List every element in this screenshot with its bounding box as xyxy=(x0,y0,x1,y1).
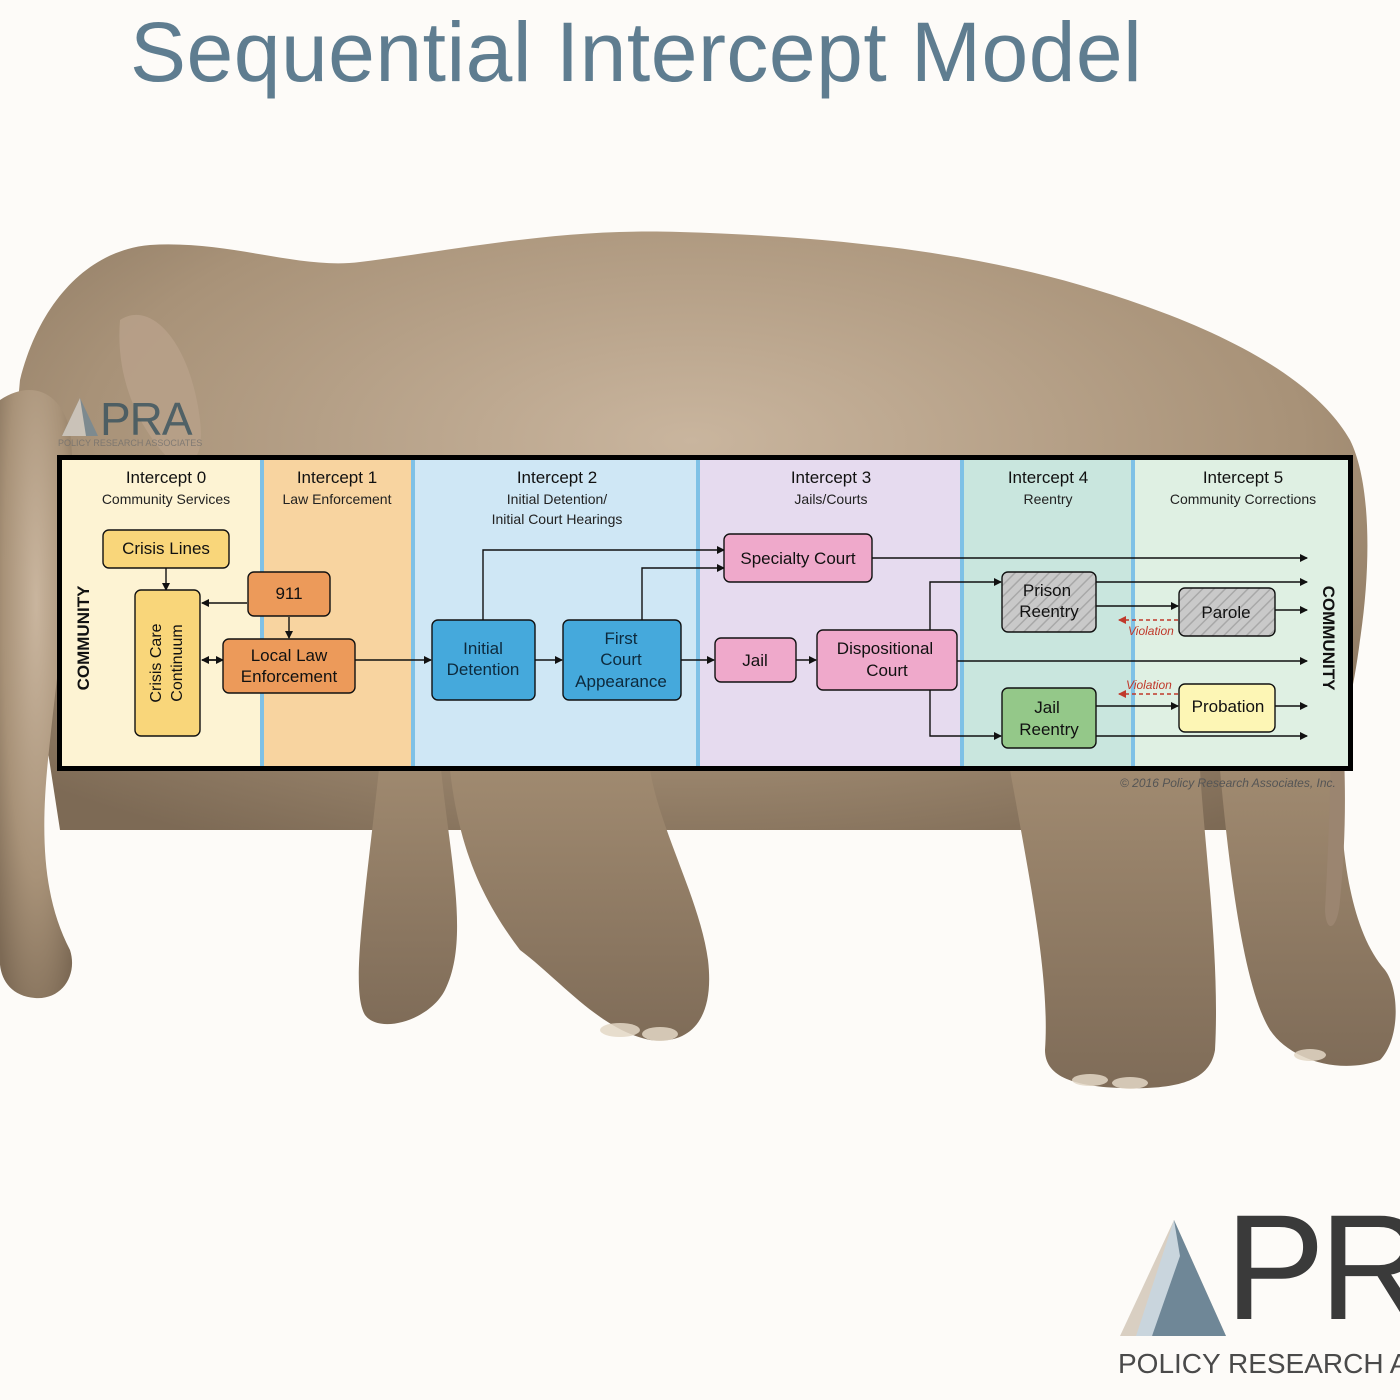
intercept-5-title: Intercept 5 xyxy=(1203,468,1283,487)
crisis-care-continuum-node xyxy=(134,589,201,737)
local-law-enforcement-node xyxy=(222,638,356,694)
elephant-leg xyxy=(450,770,710,1041)
elephant-toe xyxy=(1112,1077,1148,1089)
triangle-logo-icon xyxy=(62,398,98,436)
initial-detention-label: Initial xyxy=(463,639,503,658)
intercept-2-column xyxy=(413,458,698,768)
violation-label-parole: Violation xyxy=(1128,624,1174,638)
probation-node xyxy=(1178,683,1276,733)
specialty-court-node xyxy=(723,533,873,583)
intercept-3-title: Intercept 3 xyxy=(791,468,871,487)
elephant-toe xyxy=(600,1023,640,1037)
logo-text: PRA xyxy=(1225,1210,1400,1351)
911-node xyxy=(247,571,331,617)
small-pra-logo: PRA POLICY RESEARCH ASSOCIATES xyxy=(58,392,218,452)
elephant-ear xyxy=(119,314,201,464)
community-right-label: COMMUNITY xyxy=(1319,586,1338,691)
slide-title: Sequential Intercept Model xyxy=(130,5,1143,99)
intercept-2-subtitle: Initial Detention/ xyxy=(507,491,608,507)
parole-label: Parole xyxy=(1201,603,1250,622)
jail-label: Jail xyxy=(742,651,768,670)
jail-reentry-label: Jail xyxy=(1034,698,1060,717)
logo-subtitle: POLICY RESEARCH ASSOCIATES xyxy=(1118,1348,1400,1379)
elephant-leg xyxy=(358,760,458,1025)
jail-reentry-node xyxy=(1001,687,1097,749)
elephant-leg xyxy=(1010,770,1217,1089)
dispositional-court-node xyxy=(816,629,958,691)
intercept-4-subtitle: Reentry xyxy=(1023,491,1072,507)
first-court-label: Court xyxy=(600,650,642,669)
local-law-label: Enforcement xyxy=(241,667,338,686)
prison-reentry-label: Reentry xyxy=(1019,602,1079,621)
911-label: 911 xyxy=(275,584,302,603)
elephant-trunk xyxy=(0,390,73,999)
arrow-dispositional-to-jail-reentry xyxy=(929,690,1002,740)
dispositional-court-label: Dispositional xyxy=(837,639,933,658)
intercept-5-subtitle: Community Corrections xyxy=(1170,491,1316,507)
intercept-1-title: Intercept 1 xyxy=(297,468,377,487)
violation-label-probation: Violation xyxy=(1126,678,1172,692)
intercept-3-column xyxy=(698,458,962,768)
jail-node xyxy=(714,637,797,683)
initial-detention-node xyxy=(431,619,536,701)
arrow-detention-to-specialty xyxy=(482,546,725,620)
arrow-first-court-to-specialty xyxy=(641,564,725,620)
specialty-court-label: Specialty Court xyxy=(740,549,856,568)
elephant-toe xyxy=(1294,1049,1326,1061)
crisis-care-label: Crisis Care xyxy=(148,623,165,702)
sequential-intercept-diagram: Intercept 0 Intercept 1 Intercept 2 Inte… xyxy=(57,455,1353,771)
parole-node xyxy=(1178,587,1276,637)
community-left-label: COMMUNITY xyxy=(74,585,93,690)
local-law-label: Local Law xyxy=(251,646,328,665)
crisis-care-label: Continuum xyxy=(169,624,186,701)
pra-logo: PRA POLICY RESEARCH ASSOCIATES xyxy=(1110,1210,1400,1400)
crisis-lines-node xyxy=(102,529,230,569)
intercept-0-subtitle: Community Services xyxy=(102,491,230,507)
elephant-toe xyxy=(1072,1074,1108,1086)
jail-reentry-label: Reentry xyxy=(1019,720,1079,739)
intercept-3-subtitle: Jails/Courts xyxy=(794,491,867,507)
prison-reentry-label: Prison xyxy=(1023,581,1071,600)
intercept-1-subtitle: Law Enforcement xyxy=(283,491,392,507)
intercept-2-title: Intercept 2 xyxy=(517,468,597,487)
elephant-leg xyxy=(1220,770,1396,1066)
first-court-label: First xyxy=(604,629,637,648)
first-court-label: Appearance xyxy=(575,672,667,691)
triangle-logo-icon xyxy=(1120,1220,1226,1336)
dispositional-court-label: Court xyxy=(866,661,908,680)
first-court-appearance-node xyxy=(562,619,682,701)
crisis-lines-label: Crisis Lines xyxy=(122,539,210,558)
diagram-border xyxy=(57,455,1353,771)
small-logo-text: PRA xyxy=(100,393,193,445)
intercept-4-title: Intercept 4 xyxy=(1008,468,1088,487)
intercept-2-subtitle: Initial Court Hearings xyxy=(492,511,623,527)
small-logo-subtitle: POLICY RESEARCH ASSOCIATES xyxy=(58,438,203,448)
initial-detention-label: Detention xyxy=(447,660,520,679)
copyright-text: © 2016 Policy Research Associates, Inc. xyxy=(1120,776,1336,790)
probation-label: Probation xyxy=(1192,697,1265,716)
intercept-0-title: Intercept 0 xyxy=(126,468,206,487)
arrow-dispositional-to-prison xyxy=(929,578,1002,630)
elephant-toe xyxy=(642,1027,678,1041)
prison-reentry-node xyxy=(1001,571,1097,633)
